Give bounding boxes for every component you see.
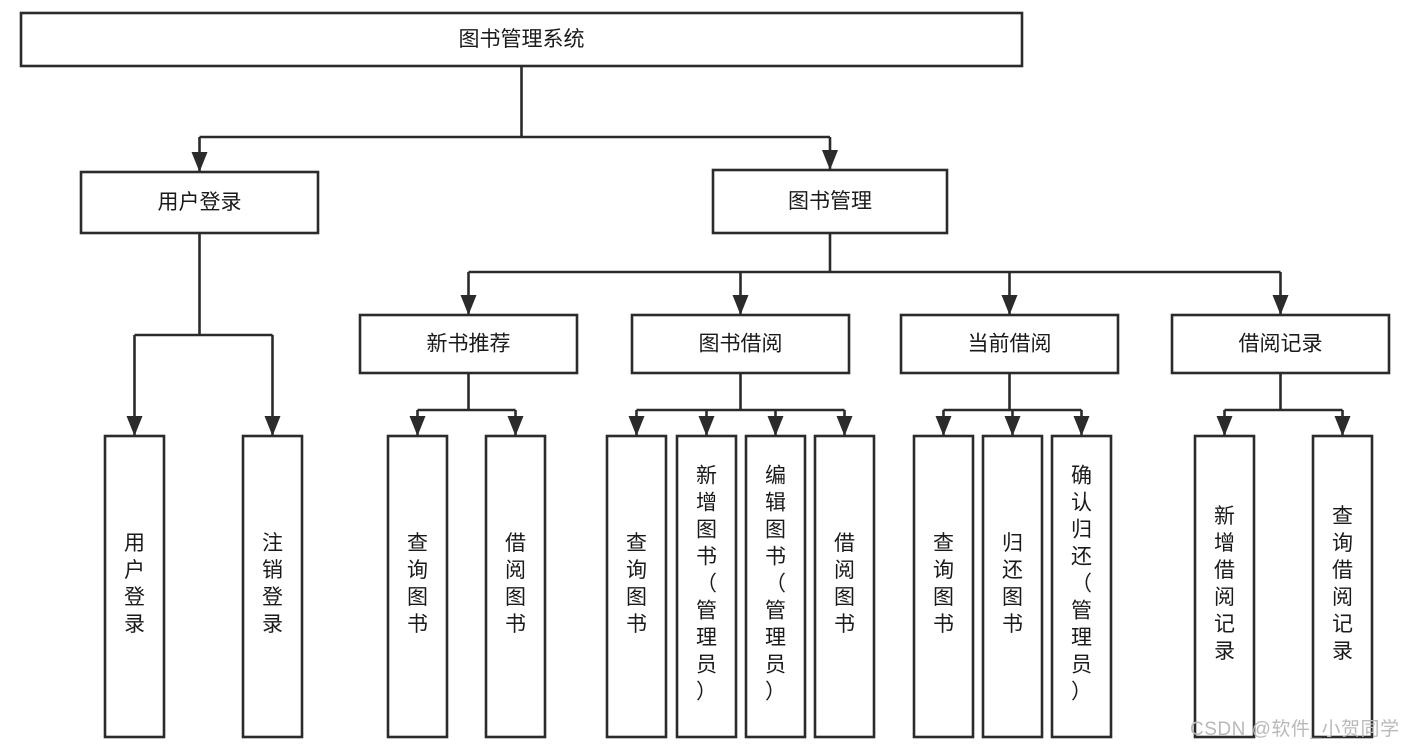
node-leaf-logout[interactable]: 注销登录	[241, 434, 304, 739]
node-box	[241, 434, 304, 739]
connector-layer	[126, 66, 1351, 436]
node-box	[1170, 313, 1391, 375]
node-label: 归还图书	[1002, 532, 1023, 636]
node-label: 用户登录	[124, 532, 145, 636]
node-label: 用户登录	[158, 191, 242, 214]
arrow-head-icon	[698, 416, 715, 436]
node-label: 新增图书（管理员）	[696, 465, 717, 704]
arrow-head-icon	[1001, 295, 1018, 315]
arrow-head-icon	[1272, 295, 1289, 315]
node-leaf-add-borrow-record[interactable]: 新增借阅记录	[1193, 434, 1256, 739]
node-book-management[interactable]: 图书管理	[711, 168, 949, 235]
node-label: 图书借阅	[699, 333, 783, 356]
arrow-head-icon	[732, 295, 749, 315]
node-book-borrow[interactable]: 图书借阅	[630, 313, 851, 375]
arrow-head-icon	[409, 416, 426, 436]
node-label: 确认归还（管理员）	[1071, 465, 1092, 704]
node-label: 查询图书	[626, 532, 647, 636]
node-box	[1311, 434, 1374, 739]
node-leaf-return-book[interactable]: 归还图书	[981, 434, 1044, 739]
node-box	[605, 434, 668, 739]
node-box	[484, 434, 547, 739]
node-box	[981, 434, 1044, 739]
node-root-root[interactable]: 图书管理系统	[19, 11, 1024, 68]
arrow-head-icon	[460, 295, 477, 315]
arrow-head-icon	[822, 150, 838, 170]
node-box	[675, 434, 738, 739]
arrow-head-icon	[628, 416, 645, 436]
arrow-head-icon	[767, 416, 784, 436]
node-leaf-query-book-recommend[interactable]: 查询图书	[386, 434, 449, 739]
node-label: 注销登录	[262, 532, 283, 636]
node-leaf-confirm-return[interactable]: 确认归还（管理员）	[1050, 434, 1113, 739]
node-label: 当前借阅	[968, 333, 1052, 356]
node-label: 新增借阅记录	[1214, 505, 1235, 663]
node-box	[813, 434, 876, 739]
node-borrow-record[interactable]: 借阅记录	[1170, 313, 1391, 375]
node-leaf-query-book-borrow[interactable]: 查询图书	[605, 434, 668, 739]
arrow-head-icon	[126, 416, 143, 436]
arrow-head-icon	[1334, 416, 1351, 436]
node-box	[19, 11, 1024, 68]
node-leaf-borrow-book-recommend[interactable]: 借阅图书	[484, 434, 547, 739]
node-label: 查询图书	[933, 532, 954, 636]
node-leaf-edit-book[interactable]: 编辑图书（管理员）	[744, 434, 807, 739]
node-label: 借阅记录	[1239, 333, 1323, 356]
node-box	[358, 313, 579, 375]
node-leaf-user-login[interactable]: 用户登录	[103, 434, 166, 739]
node-leaf-query-book-current[interactable]: 查询图书	[912, 434, 975, 739]
node-new-book-recommend[interactable]: 新书推荐	[358, 313, 579, 375]
node-box	[744, 434, 807, 739]
node-box	[1050, 434, 1113, 739]
node-current-borrow[interactable]: 当前借阅	[899, 313, 1120, 375]
node-user-login[interactable]: 用户登录	[79, 170, 320, 235]
node-box	[899, 313, 1120, 375]
watermark-label: CSDN @软件_小贺同学	[1190, 719, 1400, 740]
node-leaf-query-borrow-record[interactable]: 查询借阅记录	[1311, 434, 1374, 739]
node-label: 新书推荐	[427, 333, 511, 356]
arrow-head-icon	[191, 152, 208, 172]
node-box	[103, 434, 166, 739]
arrow-head-icon	[1216, 416, 1233, 436]
node-box	[630, 313, 851, 375]
arrow-head-icon	[507, 416, 524, 436]
node-label: 借阅图书	[834, 532, 855, 636]
node-label: 查询图书	[407, 532, 428, 636]
node-leaf-add-book[interactable]: 新增图书（管理员）	[675, 434, 738, 739]
arrow-head-icon	[935, 416, 952, 436]
node-box	[386, 434, 449, 739]
node-layer: 图书管理系统用户登录图书管理新书推荐图书借阅当前借阅借阅记录用户登录注销登录查询…	[19, 11, 1391, 739]
node-label: 借阅图书	[505, 532, 526, 636]
arrow-head-icon	[836, 416, 853, 436]
node-label: 图书管理系统	[459, 28, 585, 51]
node-leaf-borrow-book[interactable]: 借阅图书	[813, 434, 876, 739]
arrow-head-icon	[1004, 416, 1021, 436]
node-box	[1193, 434, 1256, 739]
node-box	[912, 434, 975, 739]
node-box	[79, 170, 320, 235]
node-label: 编辑图书（管理员）	[765, 465, 786, 704]
node-label: 图书管理	[788, 190, 872, 213]
arrow-head-icon	[264, 416, 281, 436]
node-box	[711, 168, 949, 235]
node-label: 查询借阅记录	[1332, 505, 1353, 663]
arrow-head-icon	[1073, 416, 1090, 436]
